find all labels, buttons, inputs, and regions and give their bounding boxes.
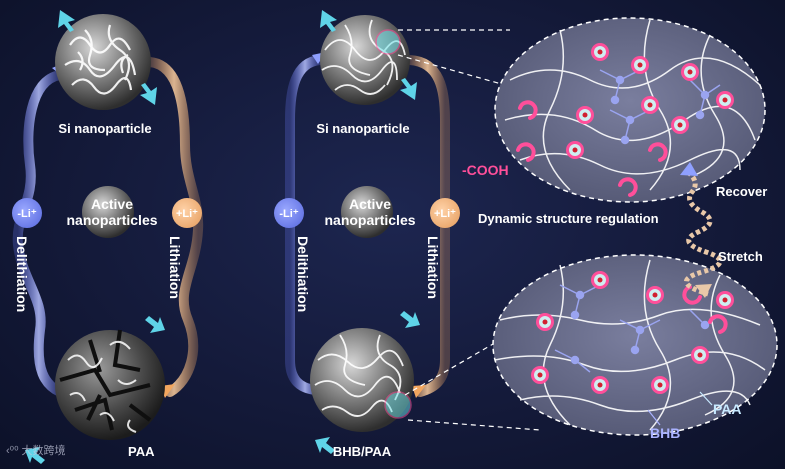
paa-label-left: PAA xyxy=(128,444,155,459)
dynamic-structure-label: Dynamic structure regulation xyxy=(478,211,659,226)
si-nanoparticle-label-mid: Si nanoparticle xyxy=(316,121,410,136)
cracked-si-nanoparticle xyxy=(55,329,165,440)
paa-pointer xyxy=(699,391,713,406)
lithiation-label-mid: Lithiation xyxy=(425,236,441,299)
lithiation-label-left: Lithiation xyxy=(167,236,183,299)
recover-label: Recover xyxy=(716,184,768,199)
plus-li-badge-left: +Li⁺ xyxy=(172,198,202,228)
watermark-logo: ‹⁰⁰ 大数跨境 xyxy=(6,445,66,457)
mid-lithiation-path xyxy=(405,55,450,397)
stretch-label: Stretch xyxy=(718,249,763,264)
left-delithiation-path xyxy=(12,70,65,397)
delithiation-label-left: Delithiation xyxy=(14,236,30,313)
bhb-pointer xyxy=(647,409,661,426)
minus-li-badge-mid: -Li⁺ xyxy=(274,198,304,228)
active-nanoparticles-label-left: Active nanoparticles xyxy=(66,196,157,228)
paa-label-right: PAA xyxy=(713,401,742,417)
active-nanoparticles-label-mid: Active nanoparticles xyxy=(324,196,415,228)
si-nanoparticle-top-left xyxy=(55,14,151,110)
recover-stretch-arrow xyxy=(680,162,723,298)
bhb-paa-label: BHB/PAA xyxy=(332,444,392,459)
active-nanoparticle-left xyxy=(82,186,134,238)
left-lithiation-path xyxy=(145,57,204,397)
bhb-cluster-lower xyxy=(554,284,721,373)
dashed-connector-top xyxy=(397,29,510,86)
mid-delithiation-path xyxy=(285,55,325,395)
carboxyl-groups-lower xyxy=(531,271,734,394)
upper-ellipse xyxy=(494,17,766,203)
active-line2-left: nanoparticles xyxy=(66,212,158,228)
bhb-cluster-upper xyxy=(599,69,721,145)
active-line1-mid: Active xyxy=(348,196,392,212)
bhb-paa-si-top xyxy=(320,15,410,105)
plus-li-badge-mid: +Li⁺ xyxy=(430,198,460,228)
cooh-label: -COOH xyxy=(462,162,509,178)
lower-ellipse xyxy=(492,254,778,436)
bhb-paa-si-bottom xyxy=(310,328,414,432)
active-nanoparticle-mid xyxy=(341,186,393,238)
dashed-connector-bottom xyxy=(404,339,541,431)
cooh-hooks-upper xyxy=(516,100,668,197)
minus-li-badge-left: -Li⁺ xyxy=(12,198,42,228)
bhb-label-right: BHB xyxy=(650,425,681,441)
si-nanoparticle-label-left: Si nanoparticle xyxy=(58,121,152,136)
carboxyl-groups-upper xyxy=(566,43,734,159)
delithiation-label-mid: Delithiation xyxy=(295,236,311,313)
cooh-hooks-lower xyxy=(682,285,728,334)
cyan-arrows xyxy=(25,10,420,464)
active-line2-mid: nanoparticles xyxy=(324,212,416,228)
active-line1-left: Active xyxy=(90,196,134,212)
